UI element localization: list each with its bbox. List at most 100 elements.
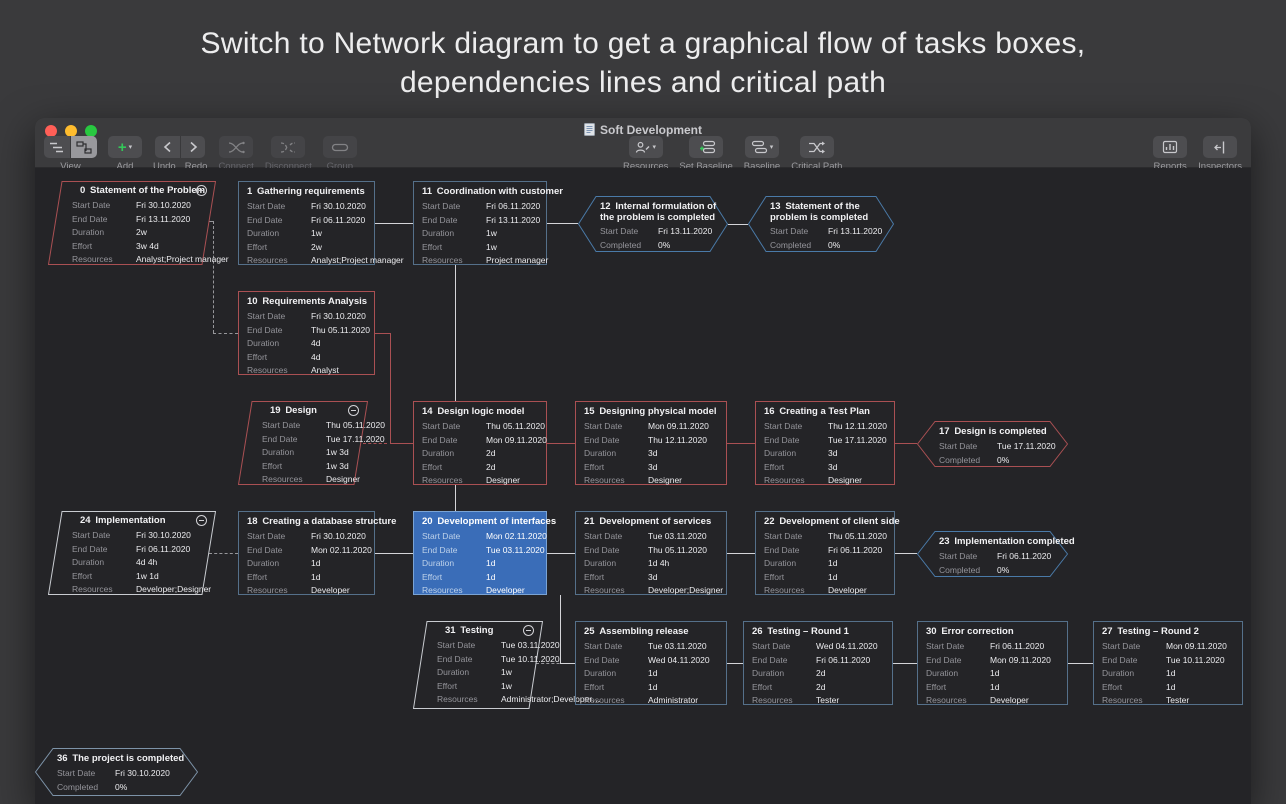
field-label: Resources [247, 365, 288, 376]
minimize-button[interactable] [65, 125, 77, 137]
dependency-line [390, 333, 391, 443]
field-value: Fri 13.11.2020 [828, 226, 883, 236]
field-label: Duration [72, 227, 105, 238]
collapse-button[interactable] [523, 625, 534, 636]
field-label: Duration [764, 558, 797, 569]
field-label: End Date [1102, 654, 1138, 665]
field-label: Start Date [72, 200, 111, 210]
zoom-button[interactable] [85, 125, 97, 137]
field-value: Analyst;Project manager [311, 255, 404, 266]
set-baseline-button[interactable] [689, 136, 724, 158]
collapse-button[interactable] [196, 515, 207, 526]
collapse-button[interactable] [348, 405, 359, 416]
field-label: Resources [1102, 695, 1143, 706]
collapse-button[interactable] [196, 185, 207, 196]
redo-button[interactable] [180, 136, 206, 158]
inspectors-button[interactable] [1203, 136, 1238, 158]
field-value: 1w [486, 228, 497, 239]
field-label: Start Date [584, 421, 623, 431]
reports-label: Reports [1153, 161, 1187, 172]
field-value: Tue 03.11.2020 [501, 640, 560, 650]
close-button[interactable] [45, 125, 57, 137]
field-label: Start Date [600, 226, 639, 236]
add-button[interactable]: + ▾ [108, 136, 142, 158]
connect-button[interactable] [219, 136, 254, 158]
field-label: Effort [422, 571, 443, 582]
reports-button[interactable] [1153, 136, 1188, 158]
baseline-button[interactable]: ▾ [744, 136, 779, 158]
inspectors-label: Inspectors [1198, 161, 1242, 172]
dependency-line [560, 595, 561, 663]
task-title: 13 Statement of the problem is completed [770, 201, 869, 222]
field-label: End Date [584, 654, 620, 665]
task-title: 17 Design is completed [939, 426, 1047, 437]
inspector-panel-icon [1214, 141, 1225, 153]
field-label: Start Date [422, 421, 461, 431]
field-value: Developer [311, 585, 350, 596]
field-label: Start Date [584, 531, 623, 541]
group-button[interactable] [322, 136, 357, 158]
critical-path-button[interactable] [799, 136, 834, 158]
field-label: Duration [437, 667, 470, 678]
task-box-13[interactable]: 13 Statement of the problem is completed… [748, 196, 894, 252]
disconnect-button[interactable] [271, 136, 306, 158]
field-value: Fri 06.11.2020 [828, 544, 883, 555]
resources-label: Resources [623, 161, 669, 172]
connect-control: Connect [218, 136, 254, 172]
resources-button[interactable]: ▾ [628, 136, 663, 158]
view-outline-button[interactable] [44, 136, 70, 158]
field-value: Project manager [486, 255, 549, 266]
field-label: Effort [247, 351, 268, 362]
report-chart-icon [1163, 140, 1178, 154]
field-label: Effort [262, 460, 283, 471]
task-box-12[interactable]: 12 Internal formulation of the problem i… [578, 196, 728, 252]
undo-button[interactable] [155, 136, 181, 158]
chevron-down-icon: ▾ [652, 144, 656, 151]
field-label: Start Date [939, 441, 978, 451]
field-label: Effort [72, 570, 93, 581]
field-value: Fri 13.11.2020 [486, 214, 541, 225]
view-network-button[interactable] [70, 136, 97, 158]
field-value: Fri 30.10.2020 [136, 530, 191, 540]
